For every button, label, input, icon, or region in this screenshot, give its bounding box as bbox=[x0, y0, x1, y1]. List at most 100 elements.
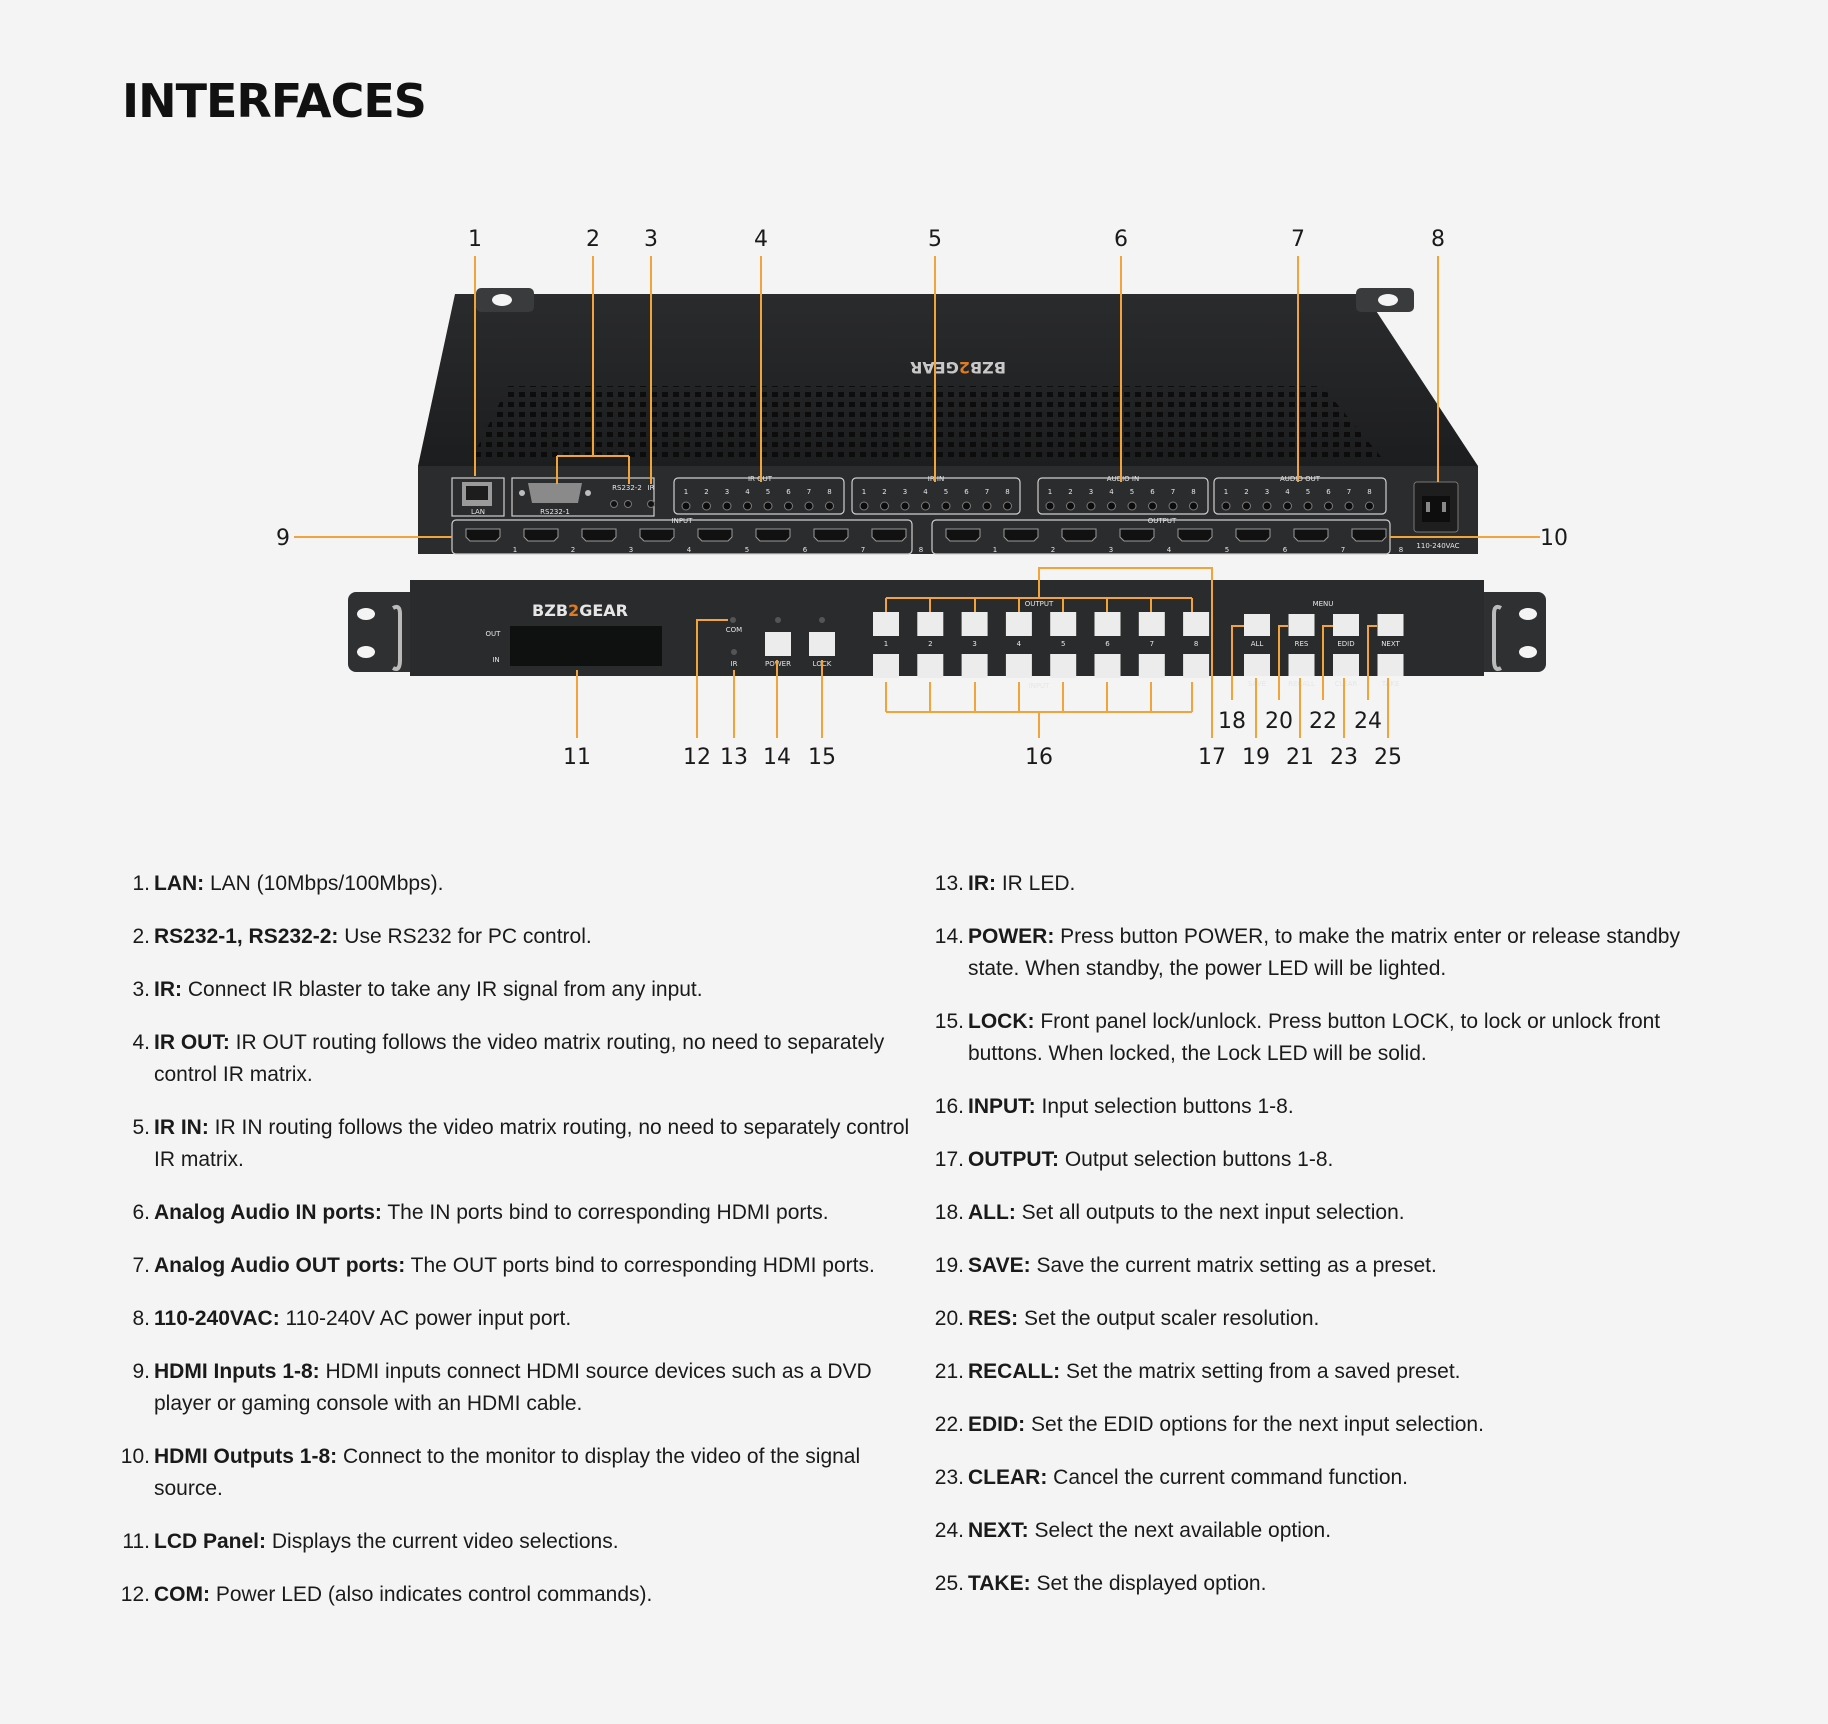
legend-description: 110-240V AC power input port. bbox=[285, 1307, 572, 1330]
button-number: 5 bbox=[1061, 640, 1065, 648]
legend-description: Use RS232 for PC control. bbox=[344, 925, 592, 948]
output-button-4[interactable] bbox=[1005, 612, 1032, 636]
legend-description: Connect IR blaster to take any IR signal… bbox=[187, 978, 703, 1001]
rack-hole bbox=[1378, 294, 1398, 306]
output-button-6[interactable] bbox=[1094, 612, 1121, 636]
legend-description: Connect to the monitor to display the vi… bbox=[154, 1445, 861, 1500]
hdmi-port bbox=[755, 528, 791, 542]
callout-line-20 bbox=[1278, 625, 1288, 700]
hdmi-port-number: 5 bbox=[1225, 546, 1229, 554]
callout-15: 15 bbox=[808, 745, 836, 770]
callout-3: 3 bbox=[644, 227, 658, 252]
jack-number: 4 bbox=[1285, 488, 1290, 496]
jack-number: 8 bbox=[1367, 488, 1371, 496]
output-buttons-label: OUTPUT bbox=[1025, 600, 1054, 608]
output-button-1[interactable] bbox=[873, 612, 899, 636]
jack-number: 2 bbox=[882, 488, 886, 496]
legend-number: 6. bbox=[132, 1201, 150, 1224]
legend-description: Cancel the current command function. bbox=[1053, 1466, 1409, 1489]
input-button-4[interactable] bbox=[1005, 654, 1032, 678]
legend-item-9: 9.HDMI Inputs 1-8: HDMI inputs connect H… bbox=[122, 1356, 912, 1420]
audio-jack bbox=[1003, 501, 1012, 511]
callout-7: 7 bbox=[1291, 227, 1305, 252]
com-led bbox=[730, 617, 736, 623]
lan-socket bbox=[466, 486, 488, 500]
output-button-5[interactable] bbox=[1050, 612, 1077, 636]
menu-button-res[interactable] bbox=[1288, 614, 1315, 636]
legend-term: POWER: bbox=[968, 925, 1055, 948]
menu-button-edid[interactable] bbox=[1333, 614, 1359, 636]
legend-column-left: 1.LAN: LAN (10Mbps/100Mbps).2.RS232-1, R… bbox=[121, 868, 912, 1632]
button-number: 7 bbox=[1150, 640, 1154, 648]
output-button-7[interactable] bbox=[1138, 612, 1165, 636]
input-button-5[interactable] bbox=[1050, 654, 1077, 678]
legend-description: Front panel lock/unlock. Press button LO… bbox=[968, 1010, 1661, 1065]
jack-number: 1 bbox=[684, 488, 688, 496]
hdmi-port bbox=[813, 528, 849, 542]
output-button-8[interactable] bbox=[1183, 612, 1210, 636]
hdmi-port-number: 5 bbox=[745, 546, 749, 554]
menu-button-take[interactable] bbox=[1377, 654, 1404, 676]
legend-item-3: 3.IR: Connect IR blaster to take any IR … bbox=[122, 974, 912, 1006]
legend-item-6: 6.Analog Audio IN ports: The IN ports bi… bbox=[122, 1197, 912, 1229]
audio-jack bbox=[722, 501, 732, 511]
jack-number: 1 bbox=[862, 488, 866, 496]
input-button-8[interactable] bbox=[1183, 654, 1210, 678]
lock-button[interactable] bbox=[809, 632, 835, 656]
legend-description: Set all outputs to the next input select… bbox=[1021, 1201, 1405, 1224]
power-button[interactable] bbox=[765, 632, 791, 656]
hdmi-port bbox=[581, 528, 617, 542]
hdmi-port bbox=[1119, 528, 1155, 542]
legend-description: Set the output scaler resolution. bbox=[1024, 1307, 1320, 1330]
audio-jack bbox=[1365, 501, 1374, 511]
legend-item-10: 10.HDMI Outputs 1-8: Connect to the moni… bbox=[121, 1441, 912, 1505]
legend-number: 13. bbox=[934, 872, 964, 895]
legend-item-4: 4.IR OUT: IR OUT routing follows the vid… bbox=[122, 1027, 912, 1091]
rs232-screw bbox=[519, 490, 525, 496]
legend-term: IR: bbox=[968, 872, 996, 895]
input-button-3[interactable] bbox=[961, 654, 988, 678]
legend-number: 2. bbox=[132, 925, 150, 948]
jack-number: 5 bbox=[1306, 488, 1310, 496]
menu-button-all[interactable] bbox=[1244, 614, 1270, 636]
legend-number: 23. bbox=[934, 1466, 964, 1489]
menu-button-next[interactable] bbox=[1377, 614, 1404, 636]
legend-term: EDID: bbox=[968, 1413, 1026, 1436]
legend-number: 16. bbox=[934, 1095, 964, 1118]
input-button-1[interactable] bbox=[873, 654, 899, 678]
output-button-2[interactable] bbox=[917, 612, 944, 636]
audio-jack bbox=[784, 501, 793, 511]
menu-button-recall[interactable] bbox=[1288, 654, 1315, 676]
jack-number: 1 bbox=[1224, 488, 1228, 496]
rs232-frame bbox=[511, 477, 655, 517]
legend-description: Press button POWER, to make the matrix e… bbox=[968, 925, 1680, 980]
jack-number: 8 bbox=[827, 488, 831, 496]
legend-item-21: 21.RECALL: Set the matrix setting from a… bbox=[935, 1356, 1736, 1388]
power-led bbox=[775, 617, 781, 623]
ir-port bbox=[647, 500, 655, 508]
callout-19: 19 bbox=[1242, 745, 1270, 770]
jack-number: 3 bbox=[1265, 488, 1269, 496]
legend-number: 14. bbox=[934, 925, 964, 948]
input-button-6[interactable] bbox=[1094, 654, 1121, 678]
hdmi-port-number: 1 bbox=[513, 546, 517, 554]
legend-term: HDMI Outputs 1-8: bbox=[154, 1445, 338, 1468]
menu-button-save[interactable] bbox=[1244, 654, 1270, 676]
com-label: COM bbox=[726, 626, 742, 634]
jack-number: 1 bbox=[1048, 488, 1052, 496]
callout-4: 4 bbox=[754, 227, 768, 252]
callout-8: 8 bbox=[1431, 227, 1445, 252]
rack-hole bbox=[1519, 608, 1537, 620]
jack-number: 5 bbox=[1130, 488, 1134, 496]
input-button-7[interactable] bbox=[1138, 654, 1165, 678]
callout-6: 6 bbox=[1114, 227, 1128, 252]
page-title: INTERFACES bbox=[122, 74, 427, 128]
input-buttons-label: INPUT bbox=[1029, 682, 1051, 690]
callout-1: 1 bbox=[468, 227, 482, 252]
legend-number: 4. bbox=[132, 1031, 150, 1054]
output-button-3[interactable] bbox=[961, 612, 988, 636]
menu-button-clear[interactable] bbox=[1333, 654, 1359, 676]
legend-item-5: 5.IR IN: IR IN routing follows the video… bbox=[122, 1112, 912, 1176]
input-button-2[interactable] bbox=[917, 654, 944, 678]
